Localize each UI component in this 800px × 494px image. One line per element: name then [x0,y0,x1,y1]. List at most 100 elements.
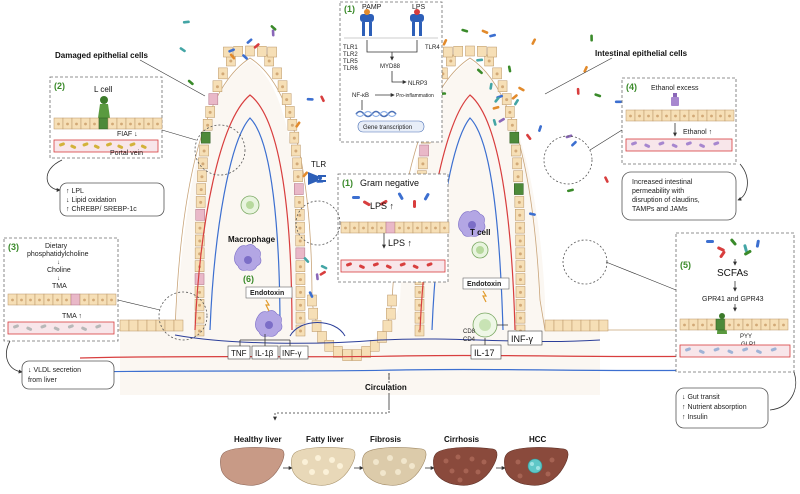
tma-label: TMA [52,283,67,290]
tnf-label: TNF [231,349,247,358]
molecule [53,326,60,331]
damaged-cells-label: Damaged epithelial cells [55,51,148,60]
infg-right-label: INF-γ [511,334,533,344]
bacterium [182,20,190,24]
molecule [658,141,665,146]
endotoxin-right-box: Endotoxin [462,277,510,303]
molecule [59,142,65,147]
epithelial-cell [589,319,600,332]
epithelial-cell [514,183,524,195]
bacterium [308,291,314,298]
panel-2-outcome-1: ↑ LPL [66,188,84,195]
epithelial-cell [419,144,429,157]
epithelial-cell [245,45,255,57]
cirrhosis-liver-icon [433,447,498,486]
molecule [713,141,720,146]
epithelial-cell [128,319,139,332]
tlr2-label: TLR2 [343,52,358,58]
panel-3-outcomes: ↓ VLDL secretion from liver [21,360,115,390]
nlrp3-label: NLRP3 [408,81,428,87]
liver-stage-label-4: Cirrhosis [444,435,480,444]
epithelial-cell [308,307,318,320]
molecule [699,143,705,148]
epithelial-cell [453,46,463,57]
cytokine-boxes-left: TNF IL-1β INF-γ [227,345,309,360]
magnify-callouts [117,57,677,341]
epithelial-cell [333,346,343,358]
endotoxin-right-label: Endotoxin [467,281,501,288]
epithelial-cell [487,46,497,58]
pyy-label: PYY [740,334,752,340]
epithelial-cell [173,319,184,332]
epithelial-cell [598,319,609,332]
tlr1-label: TLR1 [343,45,358,51]
panel-4-number: (4) [626,82,637,92]
panel-3-number: (3) [8,242,19,252]
bacterium [604,176,609,183]
bacterium [270,25,277,31]
panel-3-outcome-2: from liver [28,377,57,384]
epithelial-cell [317,331,327,343]
epithelial-cell [257,46,267,57]
bacterium [567,188,574,193]
bacterium [302,171,309,178]
scfa-bacterium [730,238,737,246]
gram-negative-bacterium [380,199,388,206]
myd88-label: MYD88 [380,64,401,70]
tlr-receptor-left-icon [360,9,374,36]
bacterium [531,38,537,45]
epithelial-cell [509,131,520,144]
panel-5-scfa: (5) SCFAs GPR41 and GPR43 PYY GLP1 [675,232,795,373]
bacterium [228,48,235,53]
panel-4-outcome-2: permeability with [632,188,684,195]
molecule [426,262,433,267]
lightning-left-icon [265,299,271,312]
epithelial-cell [386,307,396,320]
bacterium [242,54,248,60]
panel-2-number: (2) [54,81,65,91]
scfa-bacterium [744,249,752,256]
bacterium [319,270,326,276]
bacterium [187,79,194,86]
molecule [40,324,47,329]
molecule [399,262,406,267]
bacterium [507,65,512,73]
macrophage-icon [234,244,262,271]
bacterium [498,117,505,123]
molecule [698,349,705,354]
panel-5-vessel [679,344,791,358]
epithelial-cell [267,46,277,58]
scfa-bacterium [743,244,748,253]
t-cell-lower-icon [472,312,498,338]
panel-1-mid-number: (1) [342,178,353,188]
phosphatidylcholine-label: phosphatidylcholine [27,251,89,258]
epithelial-cell [382,320,393,332]
epithelial-cell [233,46,243,57]
tma-up-label: TMA ↑ [62,313,82,320]
panel-5-outcome-3: ↑ Insulin [682,414,708,421]
epithelial-cell [155,319,166,332]
bacterium [481,29,489,34]
panel-2-epithelium [53,117,163,130]
macrophage-label: Macrophage [228,235,276,244]
bacterium [253,43,260,49]
gram-negative-vessel [340,259,446,273]
molecule [93,144,100,149]
epithelial-cell [715,318,726,331]
epithelial-cell [70,293,81,306]
scfa-bacterium [719,250,726,258]
panel-1-gram-negative: (1) Gram negative LPS ↑ LPS ↑ [337,173,450,283]
portal-vein-label: Portal vein [110,150,143,157]
molecule [26,326,33,331]
proinflammation-label: Pro-inflammation [396,93,434,99]
ethanol-excess-label: Ethanol excess [651,85,699,92]
epithelial-cell [98,117,109,130]
panel-2-l-cell-fiaf: (2) L cell FIAF ↓ Portal vein [49,76,163,159]
epithelial-cell [324,340,335,352]
il1b-label: IL-1β [255,349,274,358]
molecule [372,262,379,267]
crypt-epithelium [307,294,397,361]
bacterium [320,95,325,103]
scfa-label: SCFAs [717,268,748,279]
